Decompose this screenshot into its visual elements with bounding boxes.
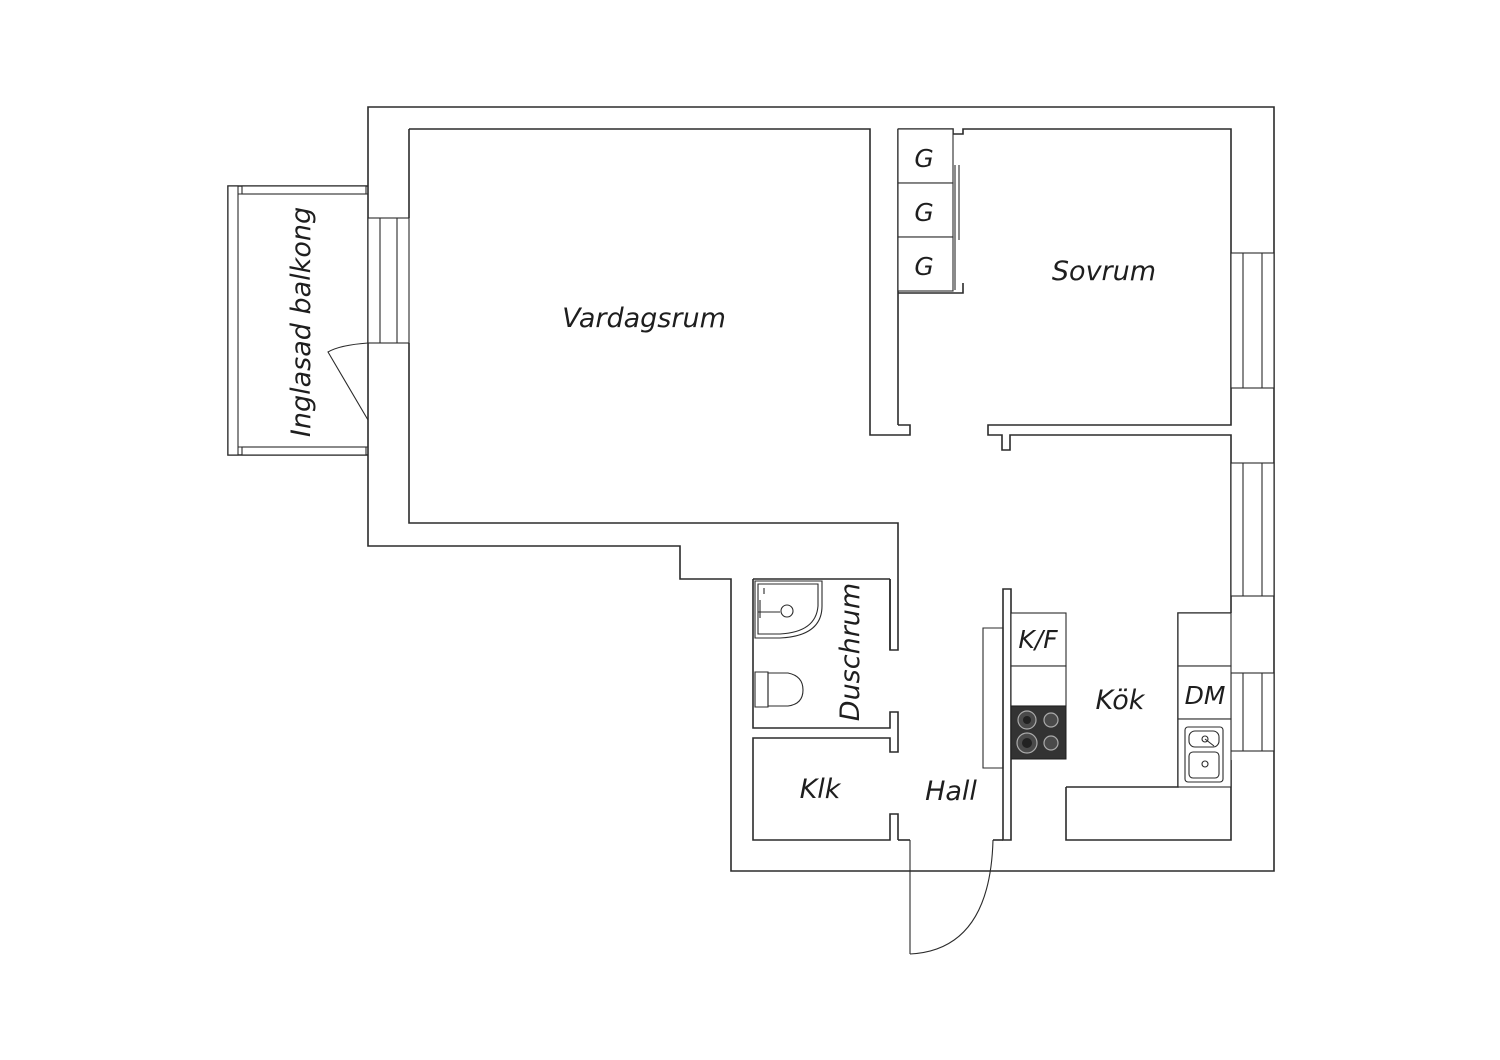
duschrum-label: Duschrum <box>835 583 866 721</box>
kitchen-counters <box>1010 612 1232 788</box>
living-room-walls <box>408 128 911 651</box>
door-swing-icon <box>327 342 369 421</box>
stove-icon <box>1010 705 1067 760</box>
sink-icon <box>1184 726 1224 783</box>
bathroom-walls <box>752 578 899 841</box>
fridge-freezer-label: K/F <box>1018 625 1058 654</box>
shower-icon <box>754 580 823 639</box>
vardagsrum-label: Vardagsrum <box>562 303 726 334</box>
wardrobe-label-1: G <box>914 144 933 173</box>
wardrobe-label-2: G <box>914 198 933 227</box>
kok-label: Kök <box>1096 685 1146 716</box>
toilet-icon <box>754 671 804 708</box>
sovrum-label: Sovrum <box>1052 256 1156 287</box>
hall-label: Hall <box>925 776 977 807</box>
klk-label: Klk <box>800 774 842 805</box>
entrance-door-icon <box>909 839 994 955</box>
wardrobe-label-3: G <box>914 252 933 281</box>
outer-walls <box>367 106 1275 872</box>
window-icon <box>367 217 1275 752</box>
wardrobes <box>897 128 960 292</box>
dishwasher-label: DM <box>1185 681 1226 710</box>
fixture-labels: G G G K/F DM <box>914 144 1225 710</box>
balkong-label: Inglasad balkong <box>286 207 317 437</box>
room-labels: Vardagsrum Sovrum Inglasad balkong Dusch… <box>286 207 1156 807</box>
balcony <box>227 185 368 456</box>
